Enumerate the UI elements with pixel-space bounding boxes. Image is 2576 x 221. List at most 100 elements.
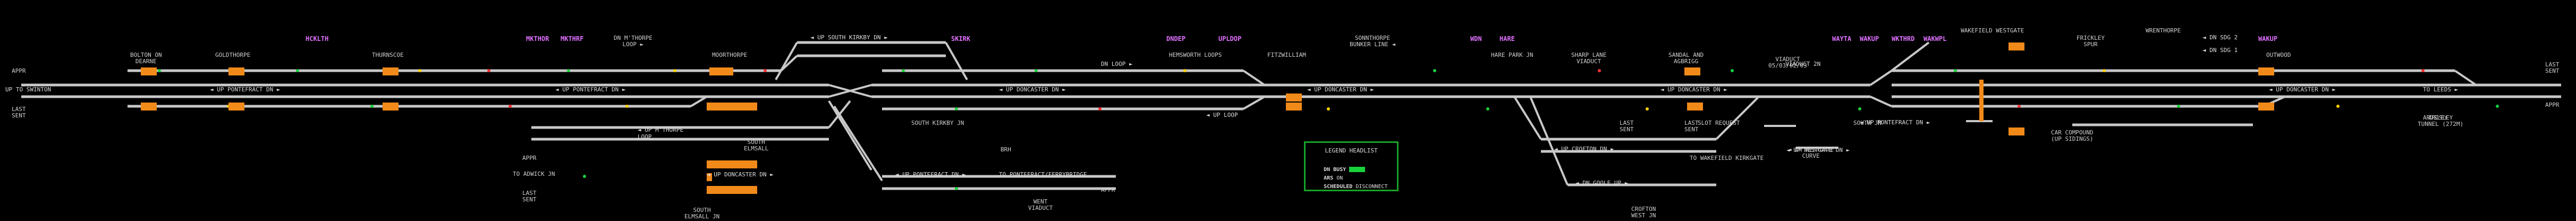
signal-light[interactable] bbox=[509, 105, 512, 108]
label-south-elmsall-jn: SOUTH ELMSALL JN bbox=[684, 207, 720, 220]
dir-up-crofton: ◄ UP CROFTON DN ► bbox=[1554, 146, 1614, 152]
crossover bbox=[1869, 70, 1893, 86]
signal-light[interactable] bbox=[2336, 105, 2340, 108]
signal-light[interactable] bbox=[418, 69, 421, 72]
berth-box-occupied[interactable] bbox=[383, 103, 399, 110]
label-brh: BRH bbox=[1001, 146, 1011, 153]
main-tracks bbox=[21, 41, 2561, 190]
dir-up-pontefract-1: ◄ UP PONTEFRACT DN ► bbox=[210, 86, 281, 93]
berth-box-occupied[interactable] bbox=[228, 103, 244, 110]
dir-up-doncaster-5: ◄ UP DONCASTER DN ► bbox=[707, 171, 774, 178]
berth-box-occupied[interactable] bbox=[1286, 94, 1302, 101]
label-outwood: OUTWOOD bbox=[2266, 52, 2291, 58]
label-south-kirkby-jn: SOUTH KIRKBY JN bbox=[911, 120, 964, 126]
crossover bbox=[833, 105, 883, 182]
box-tag-wkthd: WKTHRD bbox=[1892, 35, 1915, 42]
berth-box-occupied[interactable] bbox=[228, 67, 244, 75]
label-south-elmsall-top: SOUTH ELMSALL bbox=[744, 139, 769, 152]
signal-light[interactable] bbox=[1433, 69, 1436, 72]
box-tag-wdn: WDN bbox=[1470, 35, 1482, 42]
label-ardsley: ARDSLEY bbox=[2423, 114, 2448, 121]
signal-light[interactable] bbox=[1646, 107, 1649, 110]
dir-up-loop: ◄ UP LOOP bbox=[1206, 112, 1238, 118]
signal-light[interactable] bbox=[296, 69, 299, 72]
berth-box-occupied[interactable] bbox=[1684, 67, 1700, 75]
crossover bbox=[1242, 70, 1266, 86]
label-last-sent-c2: LAST SENT bbox=[1684, 120, 1699, 133]
crossover bbox=[1513, 96, 1542, 140]
signal-light[interactable] bbox=[1858, 107, 1861, 110]
berth-box-occupied[interactable] bbox=[2258, 67, 2274, 75]
crossover bbox=[775, 42, 798, 80]
label-to-wakefield: TO WAKEFIELD KIRKGATE bbox=[1690, 155, 1764, 162]
label-thurnscoe: THURNSCOE bbox=[372, 52, 404, 58]
dir-dn-sdg-1: ◄ DN SDG 1 bbox=[2202, 47, 2238, 54]
signal-light[interactable] bbox=[2496, 105, 2499, 108]
crossover bbox=[945, 42, 968, 80]
signal-light[interactable] bbox=[1486, 107, 1489, 110]
signal-light[interactable] bbox=[902, 69, 905, 72]
box-tag-mthb: MKTHOR bbox=[526, 35, 549, 42]
label-appr-c: APPR bbox=[1101, 186, 1115, 193]
signal-light[interactable] bbox=[1098, 107, 1101, 110]
signal-light[interactable] bbox=[2177, 105, 2180, 108]
label-ardsley-tunnel: ARDSLEY TUNNEL (272M) bbox=[2418, 114, 2464, 128]
signal-light[interactable] bbox=[955, 187, 958, 190]
signal-light[interactable] bbox=[2103, 69, 2106, 72]
dir-dn-goole: ◄ DN GOOLE UP ► bbox=[1575, 180, 1629, 186]
label-crofton-west: CROFTON WEST JN bbox=[1631, 206, 1656, 219]
berth-box-occupied[interactable] bbox=[1687, 103, 1703, 110]
signal-light[interactable] bbox=[1731, 69, 1734, 72]
platform bbox=[1764, 125, 1796, 127]
berth-box-occupied[interactable] bbox=[2009, 42, 2024, 50]
label-appr-left: APPR bbox=[12, 67, 26, 74]
label-car-compound: CAR COMPOUND (UP SIDINGS) bbox=[2051, 129, 2094, 142]
berth-box-occupied[interactable] bbox=[383, 67, 399, 75]
signal-light[interactable] bbox=[370, 105, 374, 108]
berth-box-occupied[interactable] bbox=[707, 103, 757, 110]
berth-box-occupied[interactable] bbox=[141, 67, 157, 75]
crossover bbox=[1891, 41, 1930, 72]
signal-light[interactable] bbox=[567, 69, 570, 72]
signal-light[interactable] bbox=[955, 107, 958, 110]
signal-light[interactable] bbox=[158, 69, 161, 72]
label-last-sent-c1: LAST SENT bbox=[1620, 120, 1634, 133]
berth-box-occupied[interactable] bbox=[2258, 103, 2274, 110]
signal-light[interactable] bbox=[1954, 69, 1957, 72]
signal-light[interactable] bbox=[1035, 69, 1038, 72]
dir-up-pontefract-3: ◄ UP PONTEFRACT DN ► bbox=[1860, 119, 1930, 126]
berth-box-occupied[interactable] bbox=[707, 173, 712, 181]
signal-light[interactable] bbox=[2421, 69, 2425, 72]
signal-light[interactable] bbox=[1183, 69, 1187, 72]
signal-light[interactable] bbox=[764, 69, 767, 72]
label-bolton-on-dearne: BOLTON ON DEARNE bbox=[130, 52, 162, 65]
box-tag-wakup: WAKUP bbox=[1860, 35, 1879, 42]
crossover bbox=[780, 55, 798, 72]
dir-viaduct: VIADUCT 2N bbox=[1785, 61, 1821, 67]
box-tag-wayta: WAYTA bbox=[1832, 35, 1852, 42]
label-moorthorpe: MOORTHORPE bbox=[712, 52, 748, 58]
signal-light[interactable] bbox=[625, 105, 629, 108]
legend-title: LEGEND HEADLIST bbox=[1325, 147, 1378, 154]
crossover bbox=[828, 84, 872, 98]
signal-light[interactable] bbox=[583, 175, 586, 178]
berth-box-occupied[interactable] bbox=[2009, 128, 2024, 135]
signal-light[interactable] bbox=[1598, 69, 1601, 72]
berth-box-occupied[interactable] bbox=[707, 160, 757, 168]
berth-box-occupied[interactable] bbox=[709, 67, 733, 75]
label-wrenthorpe: WRENTHORPE bbox=[2146, 27, 2181, 34]
legend-panel: LEGEND HEADLIST DN BUSY ARS ON SCHEDULED… bbox=[1304, 141, 1399, 191]
signal-light[interactable] bbox=[1327, 107, 1330, 110]
berth-box-occupied[interactable] bbox=[1286, 103, 1302, 110]
label-appr-right: APPR bbox=[2545, 101, 2560, 108]
signal-light[interactable] bbox=[673, 69, 676, 72]
label-last-sent-right: LAST SENT bbox=[2545, 61, 2560, 74]
dir-up-pontefract-ferrybridge: ◄ UP PONTEFRACT DN ► bbox=[895, 171, 966, 178]
dir-up-doncaster-1: ◄ UP DONCASTER DN ► bbox=[999, 86, 1066, 93]
legend-val-scheduled: DISCONNECT bbox=[1355, 184, 1388, 190]
berth-box-occupied[interactable] bbox=[141, 103, 157, 110]
berth-box-occupied[interactable] bbox=[707, 186, 757, 194]
signal-light[interactable] bbox=[2018, 105, 2021, 108]
signal-light[interactable] bbox=[487, 69, 490, 72]
